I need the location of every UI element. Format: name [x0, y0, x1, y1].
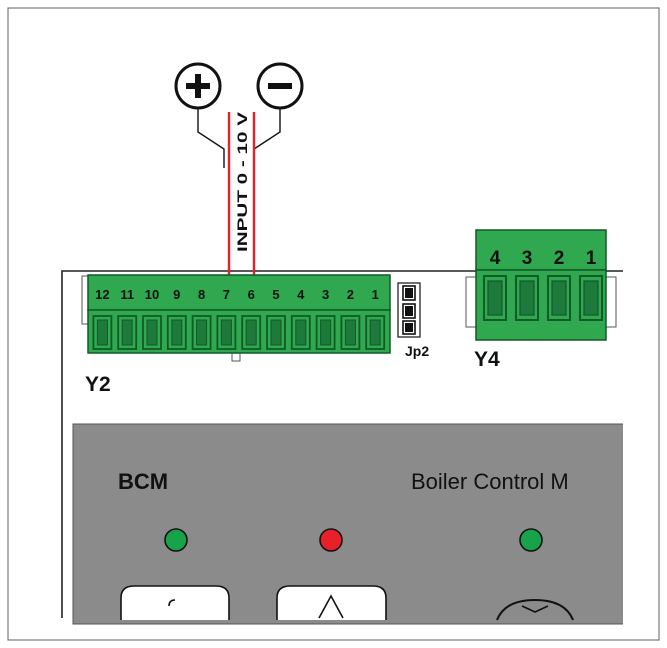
y2-terminal-10: [142, 315, 162, 350]
jumper-jp2-label: Jp2: [405, 343, 429, 359]
y2-terminal-number: 3: [322, 287, 329, 302]
y2-terminal-number: 2: [347, 287, 354, 302]
panel-button-round[interactable]: [496, 598, 574, 621]
connector-y2-label: Y2: [85, 373, 111, 396]
y2-terminal-6: [241, 315, 262, 350]
led-right-indicator: [519, 528, 543, 552]
crop-mask: [623, 272, 658, 639]
y2-terminal-number: 12: [95, 287, 109, 302]
positive-lead: [197, 108, 225, 168]
y2-terminal-3: [315, 315, 336, 350]
y2-terminal-4: [290, 315, 311, 350]
y2-terminal-number: 7: [223, 287, 230, 302]
y2-terminal-8: [191, 315, 212, 350]
y4-terminal-number: 3: [522, 248, 533, 269]
y2-terminal-11: [117, 315, 138, 350]
y2-terminal-number: 6: [248, 287, 255, 302]
y4-terminal-1: [579, 275, 603, 321]
y2-terminal-5: [266, 315, 286, 350]
y2-terminal-number: 9: [173, 287, 180, 302]
led-left-indicator: [164, 528, 188, 552]
y4-terminal-number: 2: [554, 248, 565, 269]
y2-terminal-number: 10: [145, 287, 159, 302]
negative-lead: [253, 108, 281, 168]
connector-y2: 12 11 10 9 8 7 6 5 4 3 2 1: [81, 274, 391, 362]
y4-terminal-number: 4: [490, 248, 501, 269]
y4-terminal-4: [483, 275, 507, 321]
y4-terminal-3: [515, 275, 539, 321]
panel-title-bcm: BCM: [118, 469, 168, 494]
panel-title-boiler-control: Boiler Control M: [411, 469, 569, 494]
arrow-up-icon: [318, 594, 344, 619]
negative-terminal-icon: [256, 62, 304, 110]
outer-frame: [7, 7, 660, 641]
jumper-jp2: [397, 282, 421, 338]
led-middle-indicator: [319, 528, 343, 552]
panel-button-left[interactable]: [120, 585, 230, 620]
positive-terminal-icon: [174, 62, 222, 110]
y2-terminal-number: 8: [198, 287, 205, 302]
panel-button-up[interactable]: [276, 585, 387, 620]
y2-terminal-7: [216, 315, 237, 350]
y4-terminal-2: [547, 275, 571, 321]
y2-terminal-number: 1: [372, 287, 379, 302]
y2-terminal-9: [166, 315, 187, 350]
y2-terminal-number: 4: [297, 287, 305, 302]
board-outline: [61, 270, 623, 618]
y4-terminal-number: 1: [586, 248, 597, 269]
y2-terminal-1: [365, 315, 386, 350]
connector-y4-label: Y4: [474, 348, 500, 371]
y2-terminal-number: 5: [272, 287, 279, 302]
wire-label: INPUT 0 - 10 V: [234, 111, 250, 252]
y2-terminal-12: [92, 315, 113, 350]
y2-terminal-2: [340, 315, 361, 350]
y2-terminal-number: 11: [120, 287, 134, 302]
